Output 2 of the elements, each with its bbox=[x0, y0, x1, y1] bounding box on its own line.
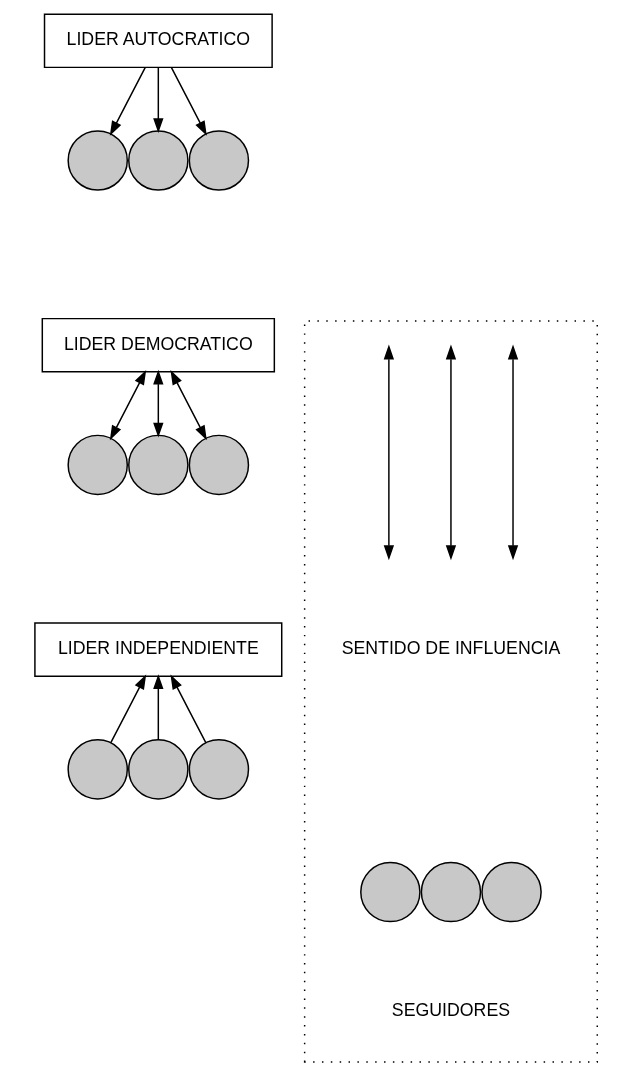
legend-label: SENTIDO DE INFLUENCIA bbox=[341, 638, 560, 659]
legend-label: SEGUIDORES bbox=[391, 1000, 510, 1021]
